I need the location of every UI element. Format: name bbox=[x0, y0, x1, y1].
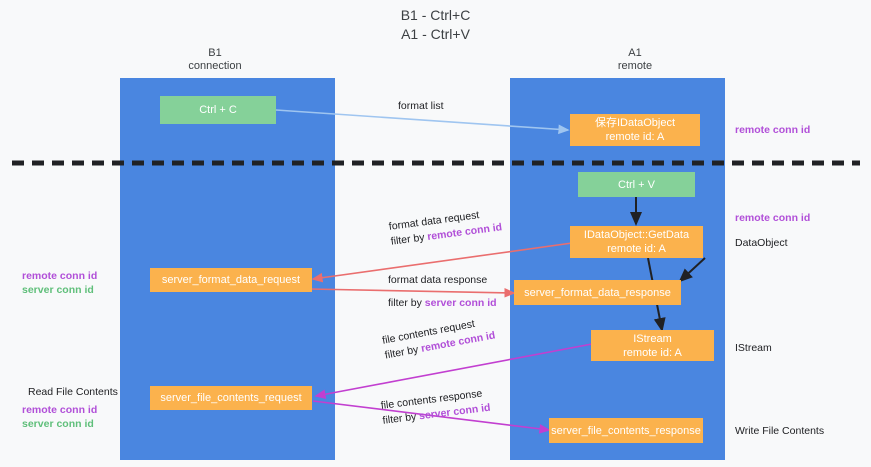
filter-prefix: filter by bbox=[390, 231, 429, 248]
node-server-file-contents-request[interactable]: server_file_contents_request bbox=[150, 386, 312, 410]
node-idataobject-getdata[interactable]: IDataObject::GetData remote id: A bbox=[570, 226, 703, 258]
edge-label-format-data-response: format data response filter by server co… bbox=[388, 273, 497, 311]
edge-label-file-contents-response: file contents response filter by server … bbox=[380, 386, 491, 429]
format-data-response-filter: filter by server conn id bbox=[388, 296, 497, 311]
annotation-write-file-contents: Write File Contents bbox=[735, 425, 825, 437]
node-istream[interactable]: IStream remote id: A bbox=[591, 330, 714, 361]
format-data-response-text: format data response bbox=[388, 274, 488, 286]
page-title: B1 - Ctrl+C A1 - Ctrl+V bbox=[400, 7, 471, 42]
annotation-read-file-contents: Read File Contents bbox=[28, 386, 118, 398]
node-server-format-data-request[interactable]: server_format_data_request bbox=[150, 268, 312, 292]
format-list-text: format list bbox=[398, 100, 444, 112]
legend-server-conn-id-upper: server conn id bbox=[22, 284, 94, 296]
node-server-file-contents-response[interactable]: server_file_contents_response bbox=[549, 418, 703, 443]
node-server-format-data-response[interactable]: server_format_data_response bbox=[514, 280, 681, 305]
node-ctrl-c[interactable]: Ctrl + C bbox=[160, 96, 276, 124]
filter-prefix: filter by bbox=[381, 410, 420, 427]
legend-remote-conn-id-upper: remote conn id bbox=[22, 270, 98, 282]
lane-header-a1: A1 remote bbox=[617, 47, 653, 72]
annotation-remote-conn-id-mid: remote conn id bbox=[735, 212, 811, 224]
annotation-dataobject: DataObject bbox=[735, 237, 788, 249]
node-save-idataobject[interactable]: 保存IDataObject remote id: A bbox=[570, 114, 700, 146]
filter-prefix: filter by bbox=[388, 297, 425, 309]
annotation-remote-conn-id-top: remote conn id bbox=[735, 124, 811, 136]
legend-remote-conn-id-lower: remote conn id bbox=[22, 404, 98, 416]
filter-key-server-conn-id: server conn id bbox=[424, 297, 497, 309]
node-ctrl-v[interactable]: Ctrl + V bbox=[578, 172, 695, 197]
edge-label-format-list: format list bbox=[398, 99, 444, 114]
edge-label-format-data-request: format data request filter by remote con… bbox=[388, 205, 503, 249]
legend-server-conn-id-lower: server conn id bbox=[22, 418, 94, 430]
annotation-istream: IStream bbox=[735, 342, 772, 354]
lane-header-b1: B1 connection bbox=[188, 47, 242, 72]
edge-label-file-contents-request: file contents request filter by remote c… bbox=[381, 314, 497, 364]
